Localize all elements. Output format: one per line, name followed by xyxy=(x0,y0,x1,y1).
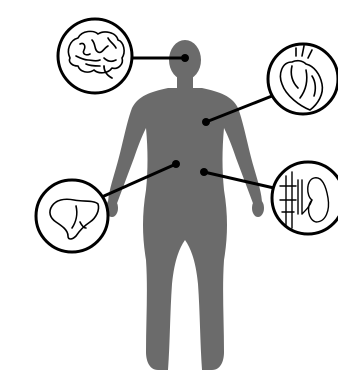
brain-anchor-dot xyxy=(181,54,189,62)
liver-callout-circle xyxy=(36,180,108,252)
brain-callout xyxy=(58,19,132,93)
heart-callout xyxy=(268,44,338,114)
silhouette-right-hand xyxy=(252,199,264,217)
kidney-callout xyxy=(272,162,338,234)
heart-anchor-dot xyxy=(202,118,210,126)
liver-callout xyxy=(36,180,108,252)
human-silhouette xyxy=(106,40,264,370)
liver-anchor-dot xyxy=(172,160,180,168)
silhouette-body xyxy=(108,88,262,370)
kidney-anchor-dot xyxy=(200,168,208,176)
